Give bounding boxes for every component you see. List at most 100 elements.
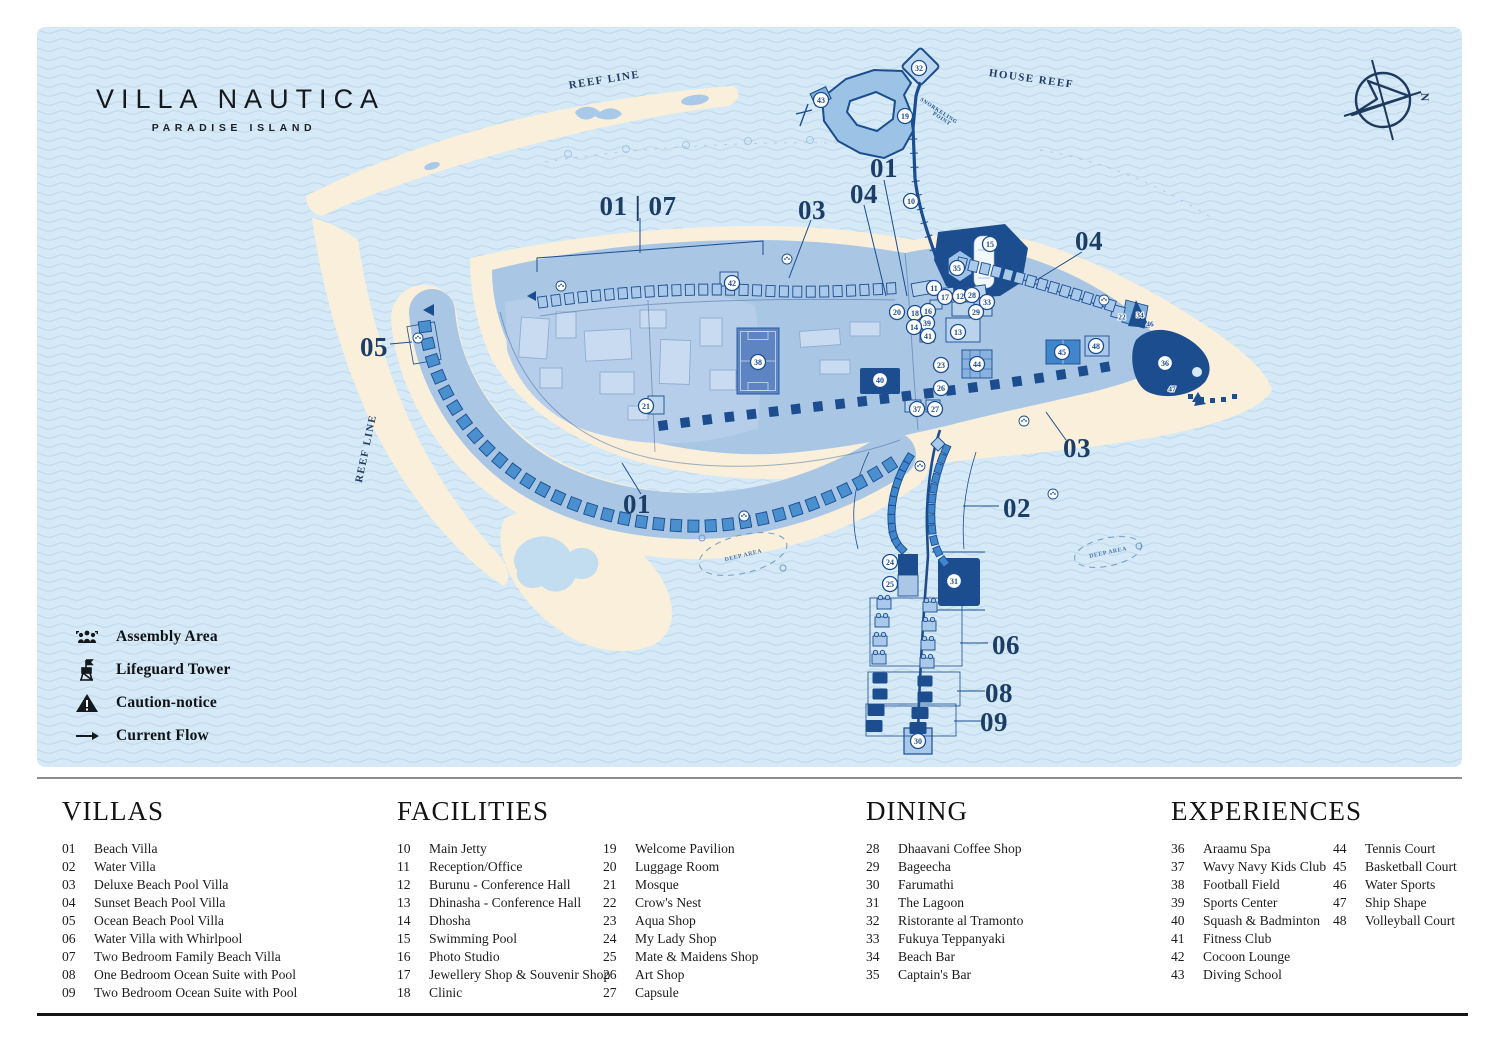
zone-label: 06 [992,630,1020,660]
villa-unit [778,285,789,298]
villa-unit [437,384,455,401]
list-item-label: Farumathi [898,876,954,892]
whirlpool-villa [874,612,890,628]
map-marker: 35 [948,259,966,277]
villa-unit [536,295,549,309]
map-marker: 31 [945,572,963,590]
assembly-point-icon [738,510,750,522]
villa-unit [1058,284,1072,299]
svg-text:29: 29 [972,308,980,317]
map-marker: 33 [978,293,996,311]
map-marker: 17 [936,288,954,306]
list-item-number: 32 [866,912,880,928]
zone-label: 01 [870,153,898,183]
svg-text:43: 43 [817,96,825,105]
villa-unit [889,486,900,498]
map-marker: 24 [881,553,899,571]
list-item-number: 39 [1171,894,1185,910]
svg-text:27: 27 [931,405,939,414]
list-item-number: 11 [397,858,411,874]
list-item-number: 48 [1333,912,1347,928]
top-divider [37,777,1462,779]
list-item-number: 15 [397,930,411,946]
villa-unit [937,555,951,568]
list-item-label: Beach Villa [94,841,158,856]
villa-unit [851,474,869,492]
map-marker-number: 47 [1168,385,1176,394]
list-item-number: 10 [397,841,411,856]
list-item-label: Burunu - Conference Hall [429,876,571,892]
villa-unit [420,336,436,351]
zone-label: 04 [850,179,878,209]
list-item-label: Water Villa [94,858,156,874]
list-item-number: 05 [62,912,76,928]
villa-unit [1001,267,1015,282]
list-item-number: 38 [1171,876,1185,892]
villa-unit [1035,277,1049,292]
villa-unit [887,504,896,516]
villa-unit [901,390,912,402]
zone-label: 04 [1075,226,1103,256]
villa-unit [805,285,816,298]
villa-unit [927,524,937,535]
ocean-suite-villa [865,720,883,732]
list-item-number: 26 [603,966,617,982]
ocean-suite-villa [917,691,933,703]
villa-unit [446,399,464,417]
villa-unit [1011,375,1023,387]
villa-unit [417,319,433,334]
assembly-point-icon [555,280,567,292]
list-item-label: Water Sports [1365,876,1436,892]
villa-unit [652,516,666,531]
ocean-suite-villa [867,704,885,716]
list-item-label: Sunset Beach Pool Villa [94,894,226,910]
svg-text:37: 37 [913,405,921,414]
villa-unit [819,285,830,298]
list-item-label: One Bedroom Ocean Suite with Pool [94,966,296,982]
villa-unit [698,283,709,296]
villa-unit [927,493,937,504]
svg-text:20: 20 [893,308,901,317]
list-item-label: Beach Bar [898,948,955,964]
list-item-label: Dhinasha - Conference Hall [429,894,582,910]
map-marker: 23 [932,356,950,374]
villa-unit [634,514,649,530]
ocean-suite-villa [909,722,927,734]
villa-unit [583,501,599,518]
list-item-label: Cocoon Lounge [1203,948,1291,964]
brand-logo: VILLA NAUTICA PARADISE ISLAND [96,84,378,134]
villa-unit [790,403,802,415]
villa-unit [657,419,669,432]
list-item-number: 03 [62,876,76,892]
map-marker: 14 [905,318,923,336]
villa-unit [671,284,682,297]
list-item-label: Two Bedroom Family Beach Villa [94,948,281,964]
list-item-label: Ship Shape [1365,894,1427,910]
list-item-number: 33 [866,930,880,946]
list-item-label: Captain's Bar [898,966,972,982]
map-marker: 10 [902,192,920,210]
current-flow-icon [74,724,101,748]
legend-item-label: Current Flow [116,726,209,744]
list-item-label: Diving School [1203,966,1282,982]
svg-text:17: 17 [941,293,949,302]
section-title: DINING [866,796,968,826]
villa-unit [859,283,870,297]
villa-unit [768,406,779,418]
list-item-label: My Lady Shop [635,930,717,946]
lifeguard-tower-icon [74,658,101,682]
svg-text:24: 24 [886,558,894,567]
legend-item: Caution-notice [74,686,231,719]
list-item-number: 43 [1171,966,1185,982]
legend-item-label: Lifeguard Tower [116,660,231,678]
list-item-label: Swimming Pool [429,930,518,946]
list-item: 43 Diving School [1171,966,1333,984]
svg-text:14: 14 [910,323,918,332]
legend-item: Current Flow [74,719,231,752]
